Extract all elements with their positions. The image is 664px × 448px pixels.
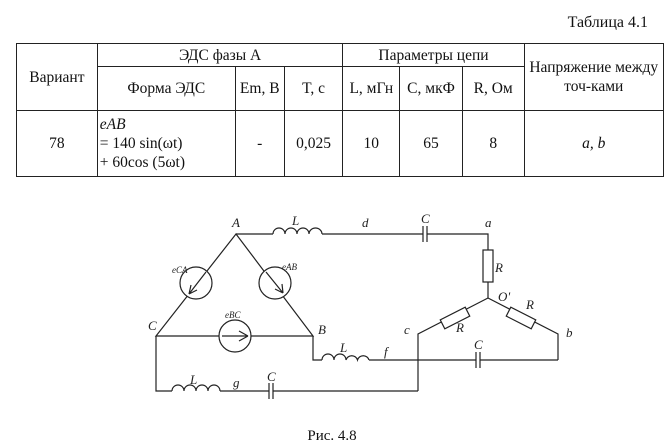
label-A: A xyxy=(231,215,240,230)
resistor-icon xyxy=(439,306,471,330)
label-R: R xyxy=(494,260,503,275)
label-a: a xyxy=(485,215,492,230)
figure-caption: Рис. 4.8 xyxy=(307,428,357,444)
label-f: f xyxy=(384,344,390,359)
resistor-icon xyxy=(482,249,494,283)
label-L: L xyxy=(189,372,197,387)
label-C: C xyxy=(148,318,157,333)
label-R: R xyxy=(455,320,464,335)
label-C-cap: C xyxy=(267,369,276,384)
arrow-icon xyxy=(222,330,249,342)
label-eCA: eCA xyxy=(172,265,188,275)
label-C-cap: C xyxy=(474,337,483,352)
wire-star xyxy=(417,297,559,391)
label-eAB: eAB xyxy=(282,262,297,272)
wire-a xyxy=(236,233,489,298)
resistor-icon xyxy=(505,306,537,330)
header-l: L, мГн xyxy=(342,66,401,111)
cell-form-line2: = 140 sin(ωt) xyxy=(99,135,183,152)
header-voltage: Напряжение между точ-ками xyxy=(523,43,664,111)
cell-variant: 78 xyxy=(16,110,98,177)
cell-points: a, b xyxy=(523,110,664,177)
label-c: c xyxy=(404,322,410,337)
label-g: g xyxy=(233,375,240,390)
cell-em: - xyxy=(234,110,285,177)
label-R: R xyxy=(525,297,534,312)
label-b: b xyxy=(566,325,573,340)
table-caption: Таблица 4.1 xyxy=(567,14,648,31)
cell-form-line3: + 60cos (5ωt) xyxy=(99,154,186,171)
header-t: T, с xyxy=(283,66,344,111)
cell-c: 65 xyxy=(399,110,463,177)
label-L: L xyxy=(291,213,299,228)
parameters-table: Вариант ЭДС фазы А Параметры цепи Напряж… xyxy=(16,43,664,177)
label-eBC: eBC xyxy=(225,310,241,320)
inductor-icon xyxy=(171,384,221,392)
header-r: R, Ом xyxy=(461,66,525,111)
capacitor-icon xyxy=(422,226,428,242)
label-L: L xyxy=(339,340,347,355)
wire-b xyxy=(312,336,558,361)
header-c: C, мкФ xyxy=(399,66,463,111)
header-variant: Вариант xyxy=(16,43,98,111)
inductor-icon xyxy=(321,353,370,363)
capacitor-icon xyxy=(475,352,481,368)
cell-l: 10 xyxy=(342,110,401,177)
arrow-icon xyxy=(265,271,284,294)
inductor-icon xyxy=(272,227,323,235)
wire-c xyxy=(155,336,418,392)
label-C-cap: C xyxy=(421,211,430,226)
header-em: Em, В xyxy=(234,66,285,111)
header-form: Форма ЭДС xyxy=(96,66,236,111)
label-B: B xyxy=(318,322,326,337)
arrow-icon xyxy=(188,271,207,295)
cell-r: 8 xyxy=(461,110,525,177)
cell-t: 0,025 xyxy=(283,110,344,177)
label-O-prime: O' xyxy=(498,289,510,304)
label-d: d xyxy=(362,215,369,230)
header-params-group: Параметры цепи xyxy=(342,43,525,67)
capacitor-icon xyxy=(268,383,274,399)
cell-form-line1: eAB xyxy=(99,116,126,133)
